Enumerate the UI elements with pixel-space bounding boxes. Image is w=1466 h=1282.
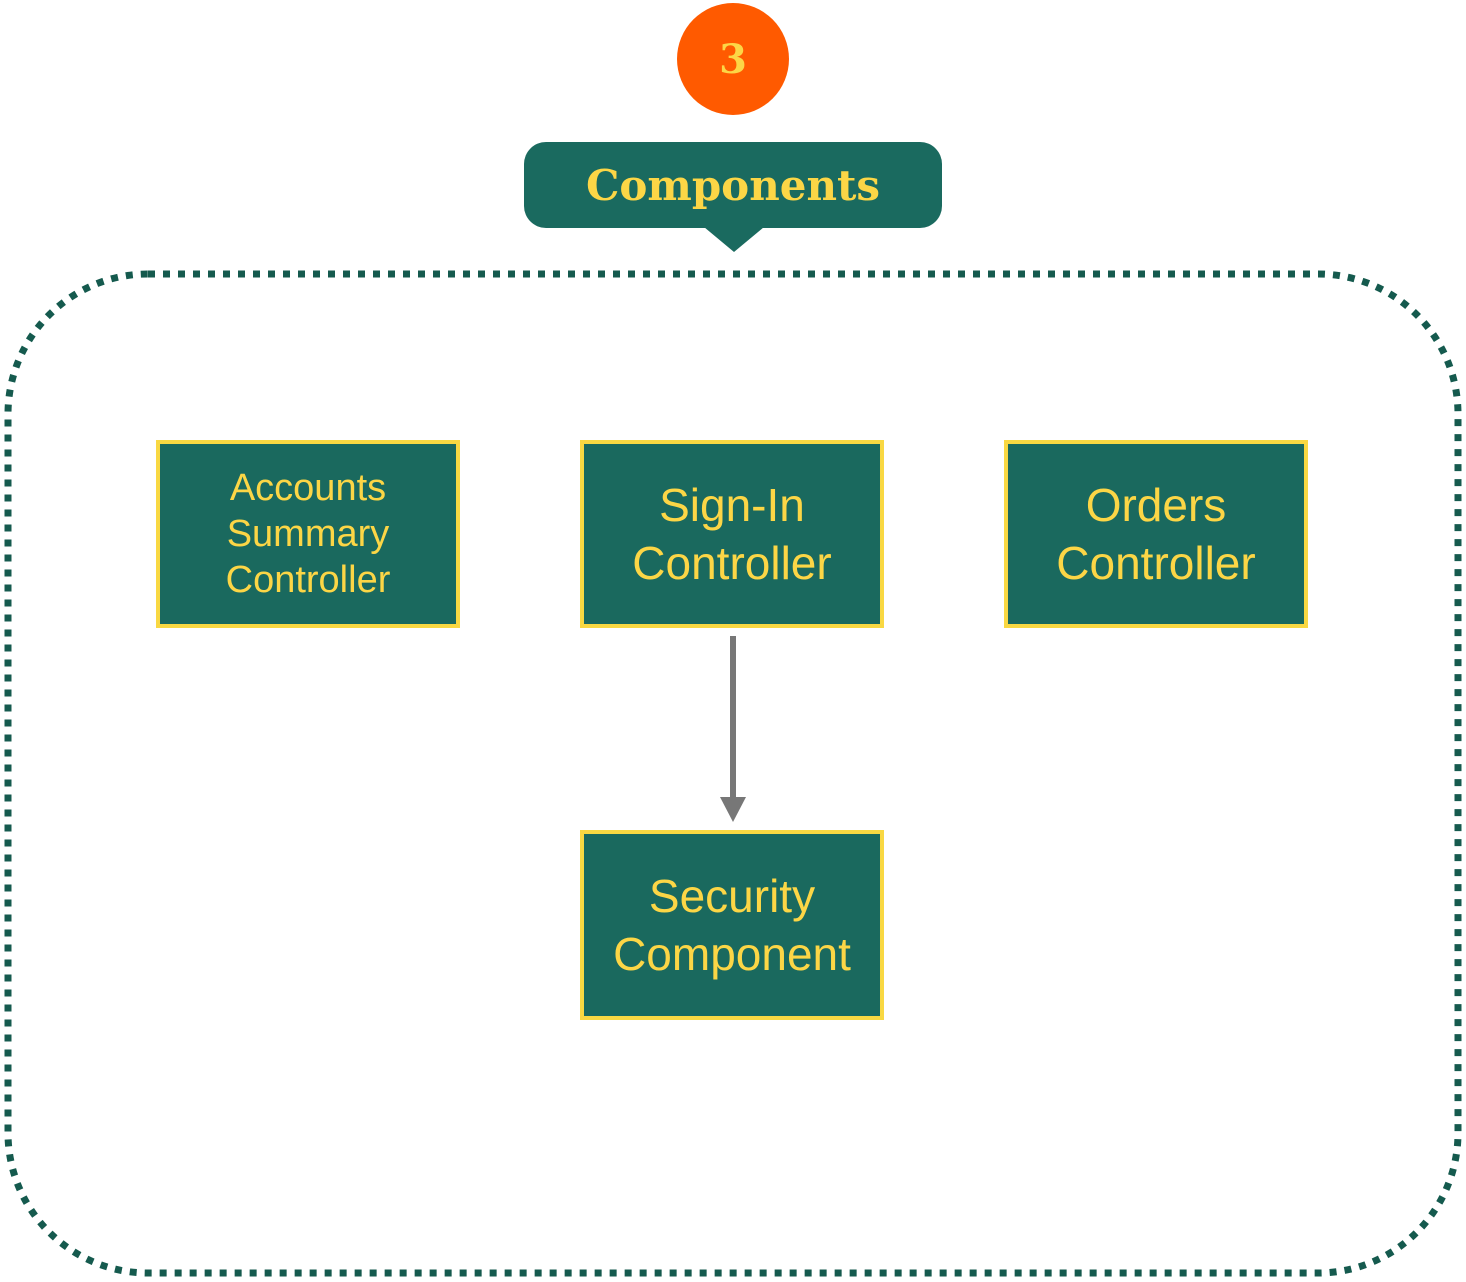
section-title-callout: Components (524, 142, 942, 228)
node-sign-in-controller[interactable]: Sign-In Controller (580, 440, 884, 628)
node-label: Security Component (613, 870, 851, 980)
node-label: Accounts Summary Controller (225, 467, 391, 601)
node-security-component[interactable]: Security Component (580, 830, 884, 1020)
node-label: Orders Controller (1056, 479, 1256, 589)
node-accounts-summary-controller[interactable]: Accounts Summary Controller (156, 440, 460, 628)
node-orders-controller[interactable]: Orders Controller (1004, 440, 1308, 628)
components-boundary (4, 270, 1462, 1277)
node-label: Sign-In Controller (632, 479, 832, 589)
step-number: 3 (719, 35, 747, 83)
step-number-badge: 3 (677, 3, 789, 115)
section-title: Components (585, 160, 881, 210)
dependency-arrow-head (720, 797, 746, 822)
callout-pointer (704, 227, 764, 252)
